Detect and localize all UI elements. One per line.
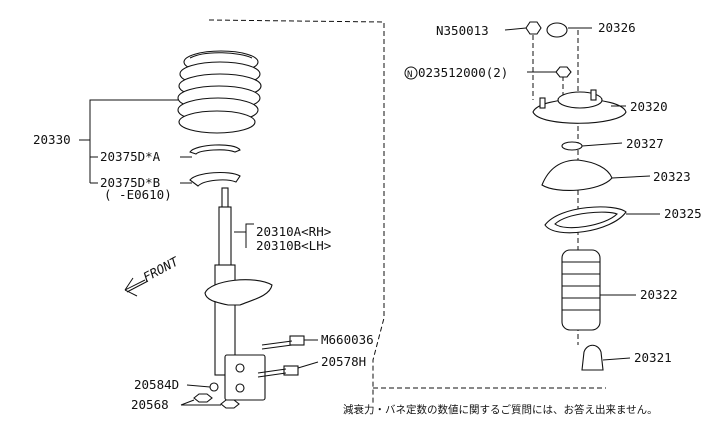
label-20323: 20323 [653,169,691,184]
bump-stop-20321 [581,344,604,371]
n-circle-icon [404,66,418,80]
label-20584d: 20584D [134,377,179,392]
nut-20568-lower [220,399,240,409]
label-front: FRONT [140,253,182,285]
upper-spring-seat [189,144,241,155]
label-20568: 20568 [131,397,169,412]
coil-spring [177,50,262,134]
bolt-m660036 [261,335,305,350]
nut-n350013 [525,21,542,35]
label-20321: 20321 [634,350,672,365]
label-20330: 20330 [33,132,71,147]
label-20375d-b: 20375D*B [100,175,160,190]
bump-stop-seat-20323 [541,159,613,191]
label-20375d-a: 20375D*A [100,149,161,164]
front-arrow [124,277,149,297]
label-023512000: 023512000(2) [418,65,508,80]
label-20320: 20320 [630,99,668,114]
strut-assembly [204,187,273,401]
label-20375d-b-note: ( -E0610) [104,187,172,202]
dust-seal-20325 [544,206,627,234]
label-n350013: N350013 [436,23,489,38]
leader-lines [79,99,319,406]
label-20325: 20325 [664,206,702,221]
label-20578h: 20578H [321,354,366,369]
strut-mount-20320 [532,89,627,124]
label-20326: 20326 [598,20,636,35]
label-n-circle: N [407,70,412,80]
cap-20326 [546,22,568,38]
lower-spring-seat [189,171,241,187]
assembly-boundary-line [208,19,385,405]
label-20322: 20322 [640,287,678,302]
label-20310b: 20310B<LH> [256,238,331,253]
washer-20327 [561,141,583,151]
label-m660036: M660036 [321,332,374,347]
label-20310a: 20310A<RH> [256,224,331,239]
leader-lines-right [504,27,660,361]
flange-nut [555,66,572,78]
nut-20568-upper [193,393,213,403]
dust-boot-20322 [561,249,601,331]
label-20327: 20327 [626,136,664,151]
bolt-20578h [257,365,299,378]
washer-20584d [209,382,219,392]
footnote: 減衰力・バネ定数の数値に関するご質問には、お答え出来ません。 [343,403,658,416]
